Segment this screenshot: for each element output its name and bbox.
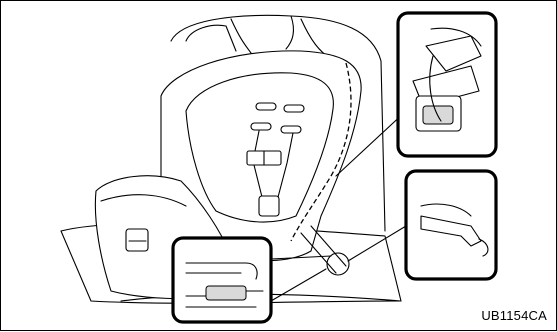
inset-buckle-detail [173, 238, 271, 322]
figure-code: UB1154CA [481, 308, 547, 323]
inset-latch-hook [406, 171, 496, 279]
inset-belt-clip [398, 13, 496, 156]
